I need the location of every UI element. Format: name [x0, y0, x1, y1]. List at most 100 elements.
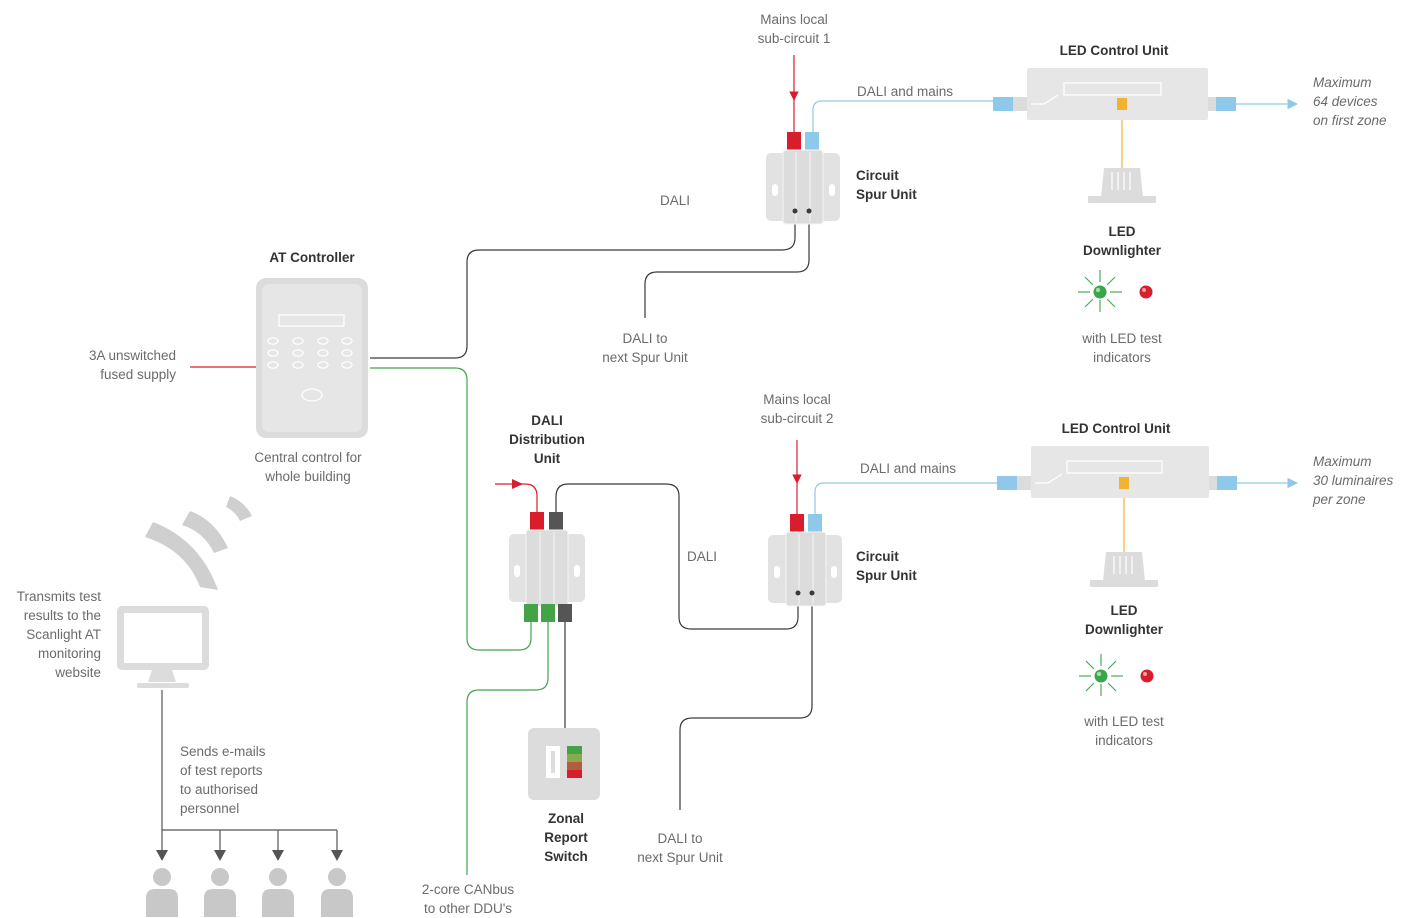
mains-local-label-bottom: Mains local sub-circuit 2 [737, 390, 857, 428]
person-icon [262, 868, 294, 917]
maximum-line: 64 devices [1313, 94, 1378, 109]
email-line: Sends e-mails [180, 744, 266, 759]
led-control-unit-title-bottom: LED Control Unit [1061, 421, 1171, 436]
dali-mains-wire-bottom [814, 482, 997, 514]
at-controller-title: AT Controller [269, 250, 355, 265]
mains-arrowhead-ddu [512, 479, 523, 489]
person-icon [204, 868, 236, 917]
switch-title-line: Switch [544, 849, 588, 864]
email-tree [161, 690, 338, 850]
next-spur-line: next Spur Unit [602, 350, 688, 365]
maximum-line: on first zone [1313, 113, 1387, 128]
led-control-unit-bottom [997, 446, 1237, 498]
spur-title-line: Spur Unit [856, 187, 917, 202]
next-spur-line: next Spur Unit [637, 850, 723, 865]
transmits-results-label: Transmits test results to the Scanlight … [0, 587, 101, 682]
mains-label-line: sub-circuit 2 [760, 411, 834, 426]
supply-line: 3A unswitched [88, 348, 176, 363]
led-control-unit-title-top: LED Control Unit [1059, 43, 1169, 58]
spur-title-line: Circuit [856, 549, 899, 564]
transmit-line: monitoring [37, 646, 101, 661]
led-green-indicator-bottom [1079, 654, 1123, 696]
canbus-wire [370, 367, 532, 651]
transmit-line: Scanlight AT [26, 627, 101, 642]
dali-next-wire-bottom [679, 595, 813, 810]
spur-title-line: Circuit [856, 168, 899, 183]
sends-emails-label: Sends e-mails of test reports to authori… [180, 742, 266, 818]
mains-local-label-top: Mains local sub-circuit 1 [734, 10, 854, 48]
canbus-line: to other DDU's [423, 901, 513, 916]
maximum-line: Maximum [1313, 75, 1372, 90]
email-line: to authorised [180, 782, 259, 797]
transmit-line: Transmits test [16, 589, 101, 604]
dali-next-wire-top [644, 210, 810, 318]
canbus-label: 2-core CANbus to other DDU's [398, 880, 538, 918]
dali-mains-label-bottom: DALI and mains [860, 461, 957, 476]
mains-label-line: Mains local [760, 12, 828, 27]
dali-label-top: DALI [660, 193, 691, 208]
led-test-line: indicators [1093, 350, 1151, 365]
led-red-indicator-bottom [1140, 669, 1154, 683]
dali-distribution-unit-device [509, 512, 585, 622]
circuit-spur-unit-title-top: Circuit Spur Unit [856, 166, 917, 204]
led-test-line: with LED test [1084, 714, 1164, 729]
mains-arrow-ddu [495, 483, 538, 512]
fused-supply-label: 3A unswitched fused supply [40, 346, 176, 384]
led-test-line: indicators [1095, 733, 1153, 748]
spur-title-line: Spur Unit [856, 568, 917, 583]
maximum-note-top: Maximum 64 devices on first zone [1313, 73, 1387, 130]
downlighter-icon-bottom [1090, 552, 1158, 587]
mains-label-line: Mains local [763, 392, 831, 407]
downlighter-title-line: LED [1108, 224, 1136, 239]
ddu-title-line: Unit [533, 451, 561, 466]
switch-title-line: Report [544, 830, 588, 845]
dali-distribution-unit-title: DALI Distribution Unit [497, 411, 597, 468]
ddu-title-line: Distribution [509, 432, 585, 447]
wifi-signal-icon [145, 496, 252, 590]
downlighter-title-line: LED [1110, 603, 1138, 618]
dali-mains-wire-top [812, 100, 993, 132]
dali-wire-bottom [555, 483, 799, 630]
maximum-note-bottom: Maximum 30 luminaires per zone [1313, 452, 1393, 509]
next-spur-line: DALI to [622, 331, 668, 346]
email-line: of test reports [180, 763, 263, 778]
circuit-spur-unit-top [766, 132, 840, 225]
dali-label-bottom: DALI [687, 549, 718, 564]
circuit-spur-unit-title-bottom: Circuit Spur Unit [856, 547, 917, 585]
maximum-line: 30 luminaires [1313, 473, 1394, 488]
zonal-report-switch-device [528, 728, 600, 800]
personnel-icons [146, 868, 353, 917]
dali-mains-label-top: DALI and mains [857, 84, 954, 99]
central-control-line: whole building [265, 469, 351, 484]
dali-next-spur-label-bottom: DALI to next Spur Unit [620, 829, 740, 867]
central-control-line: Central control for [254, 450, 362, 465]
maximum-line: Maximum [1313, 454, 1372, 469]
downlighter-title-line: Downlighter [1085, 622, 1163, 637]
canbus-out-wire [466, 620, 549, 875]
central-control-label: Central control for whole building [233, 448, 383, 486]
dali-wire-top [370, 210, 796, 359]
zonal-report-switch-title: Zonal Report Switch [516, 809, 616, 866]
dali-next-spur-label-top: DALI to next Spur Unit [585, 329, 705, 367]
led-green-indicator-top [1078, 270, 1122, 312]
led-red-indicator-top [1139, 285, 1153, 299]
led-test-label-top: with LED test indicators [1062, 329, 1182, 367]
next-spur-line: DALI to [657, 831, 703, 846]
ddu-title-line: DALI [531, 413, 563, 428]
led-control-unit-top [993, 68, 1236, 120]
transmit-line: website [55, 665, 101, 680]
email-arrowheads [156, 850, 343, 861]
transmit-line: results to the [23, 608, 101, 623]
mains-label-line: sub-circuit 1 [757, 31, 831, 46]
switch-title-line: Zonal [548, 811, 584, 826]
person-icon [146, 868, 178, 917]
at-controller-device [256, 278, 368, 438]
monitor-icon [117, 606, 209, 688]
led-downlighter-title-top: LED Downlighter [1062, 222, 1182, 260]
led-test-label-bottom: with LED test indicators [1064, 712, 1184, 750]
supply-line: fused supply [100, 367, 176, 382]
downlighter-icon-top [1088, 168, 1156, 203]
person-icon [321, 868, 353, 917]
circuit-spur-unit-bottom [768, 514, 842, 607]
